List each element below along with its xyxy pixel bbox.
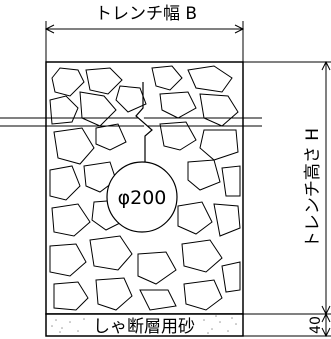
- crushed-stone-pattern: [49, 65, 241, 311]
- break-symbol: [135, 82, 153, 162]
- sand-texture: [51, 315, 237, 334]
- break-lines: [0, 117, 262, 127]
- pipe-label: φ200: [118, 187, 167, 209]
- trench-height-label: トレンチ高さ H: [303, 128, 323, 248]
- sand-layer-label: しゃ断層用砂: [93, 317, 195, 337]
- pipe-circle: [106, 161, 178, 233]
- trench-body: φ200: [0, 61, 262, 315]
- height-dimension: [243, 60, 331, 338]
- sand-thickness-label: 40: [308, 316, 324, 334]
- width-dimension: [44, 21, 245, 62]
- trench-width-label: トレンチ幅 B: [95, 4, 197, 24]
- sand-layer: しゃ断層用砂: [45, 313, 244, 337]
